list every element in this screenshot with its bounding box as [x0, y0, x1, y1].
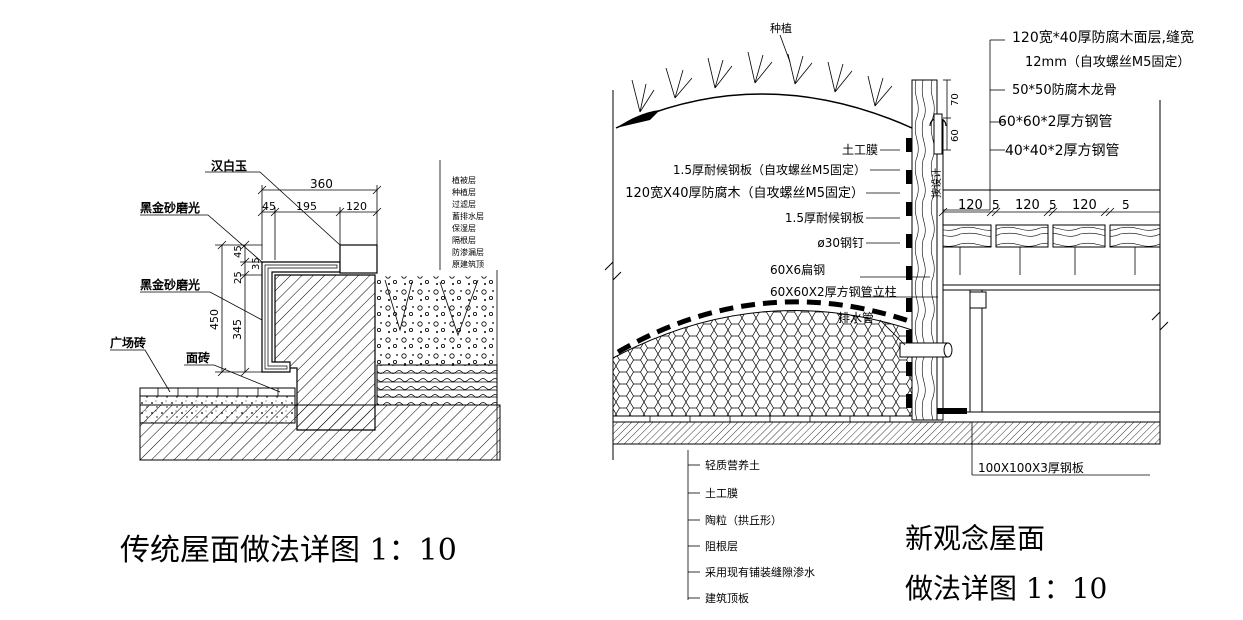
bottom-layer-item: 土工膜 [705, 487, 738, 500]
layer-legend: 植被层 种植层 过滤层 蓄排水层 保湿层 隔根层 防渗漏层 原建筑顶 [452, 175, 484, 269]
dim-b: 195 [296, 200, 317, 213]
dim-v-total: 450 [208, 309, 221, 330]
deck-dim: 5 [1049, 198, 1057, 212]
drain-label: 排水管 [838, 310, 874, 325]
geotextile-dashed [616, 299, 913, 355]
left-mortar-bed [139, 394, 296, 424]
layer-item: 原建筑顶 [452, 259, 484, 269]
deck-label-1: 120宽*40厚防腐木面层,缝宽 [1012, 29, 1194, 46]
deck-dim: 5 [992, 198, 1000, 212]
deck-dim: 120 [1072, 198, 1097, 213]
planting-soil [377, 276, 497, 366]
plaza-label: 广场砖 [110, 335, 146, 350]
layer-item: 蓄排水层 [452, 211, 484, 221]
plaza-tile-strip [139, 387, 296, 397]
dim-a: 45 [262, 200, 276, 213]
bottom-layer-list: 轻质营养土 土工膜 陶粒（拱丘形） 阻根层 采用现有铺装缝隙渗水 建筑顶板 [705, 458, 815, 605]
layer-item: 种植层 [452, 187, 476, 197]
ceramsite-mound [612, 309, 913, 417]
post-label: 60X60X2厚方钢管立柱 [770, 284, 897, 299]
callout-weathering-steel-1: 1.5厚耐候钢板（自攻螺丝M5固定） [673, 162, 866, 177]
vert-dim-60: 60 [950, 129, 961, 142]
keel-label: 50*50防腐木龙骨 [1012, 82, 1117, 98]
callout-steel-nail: ø30钢钉 [817, 236, 864, 250]
coping-stone [339, 244, 378, 274]
grass-tufts [631, 51, 893, 113]
dim-c: 120 [346, 200, 367, 213]
pipe60-label: 60*60*2厚方钢管 [998, 114, 1113, 130]
bottom-layer-item: 建筑顶板 [705, 591, 749, 605]
right-title-line1: 新观念屋面 [905, 522, 1045, 555]
tile-label: 面砖 [186, 350, 210, 365]
facing-label-mid: 黑金砂磨光 [140, 277, 200, 292]
dim-v-45: 45 [233, 245, 244, 258]
deck-boards [942, 224, 1161, 248]
callout-weathering-steel-2: 1.5厚耐候钢板 [785, 211, 864, 225]
layer-item: 隔根层 [452, 235, 476, 245]
bottom-layer-item: 采用现有铺装缝隙渗水 [705, 565, 815, 579]
pipe40-label: 40*40*2厚方钢管 [1005, 143, 1120, 159]
drainage-layers [376, 364, 498, 406]
left-title: 传统屋面做法详图 1：10 [120, 533, 457, 568]
coping-label: 汉白玉 [211, 158, 247, 173]
layer-item: 过滤层 [452, 199, 476, 209]
dim-v-345: 345 [231, 319, 244, 340]
layer-item: 植被层 [452, 175, 476, 185]
timber-post [911, 79, 938, 421]
roof-slab [612, 421, 1161, 445]
planting-label: 种植 [770, 21, 792, 35]
dim-v-35: 35 [251, 257, 262, 270]
drain-pipe [899, 342, 949, 358]
planting-mound [615, 93, 913, 129]
bottom-layer-item: 陶粒（拱丘形） [705, 513, 782, 527]
deck-dim: 120 [958, 198, 983, 213]
layer-item: 保湿层 [452, 223, 476, 233]
facing-label-top: 黑金砂磨光 [140, 200, 200, 215]
bottom-layer-item: 轻质营养土 [705, 458, 760, 472]
spacing-label: 按设计 [930, 168, 943, 198]
right-detail [604, 34, 1169, 600]
dim-v-25: 25 [233, 271, 244, 284]
flat-steel-label: 60X6扁钢 [770, 263, 825, 277]
deck-dim: 120 [1015, 198, 1040, 213]
layer-item: 防渗漏层 [452, 247, 484, 257]
bottom-layer-item: 阻根层 [705, 539, 738, 553]
left-detail [110, 160, 501, 461]
callout-timber: 120宽X40厚防腐木（自攻螺丝M5固定） [625, 185, 864, 201]
right-title-line2: 做法详图 1：10 [905, 572, 1107, 605]
callout-geotextile: 土工膜 [842, 143, 878, 157]
dim-total: 360 [310, 177, 333, 191]
base-plate-label: 100X100X3厚钢板 [978, 461, 1084, 475]
vert-dim-70: 70 [950, 93, 961, 106]
deck-label-2: 12mm（自攻螺丝M5固定） [1025, 55, 1190, 70]
deck-dim: 5 [1122, 198, 1130, 212]
